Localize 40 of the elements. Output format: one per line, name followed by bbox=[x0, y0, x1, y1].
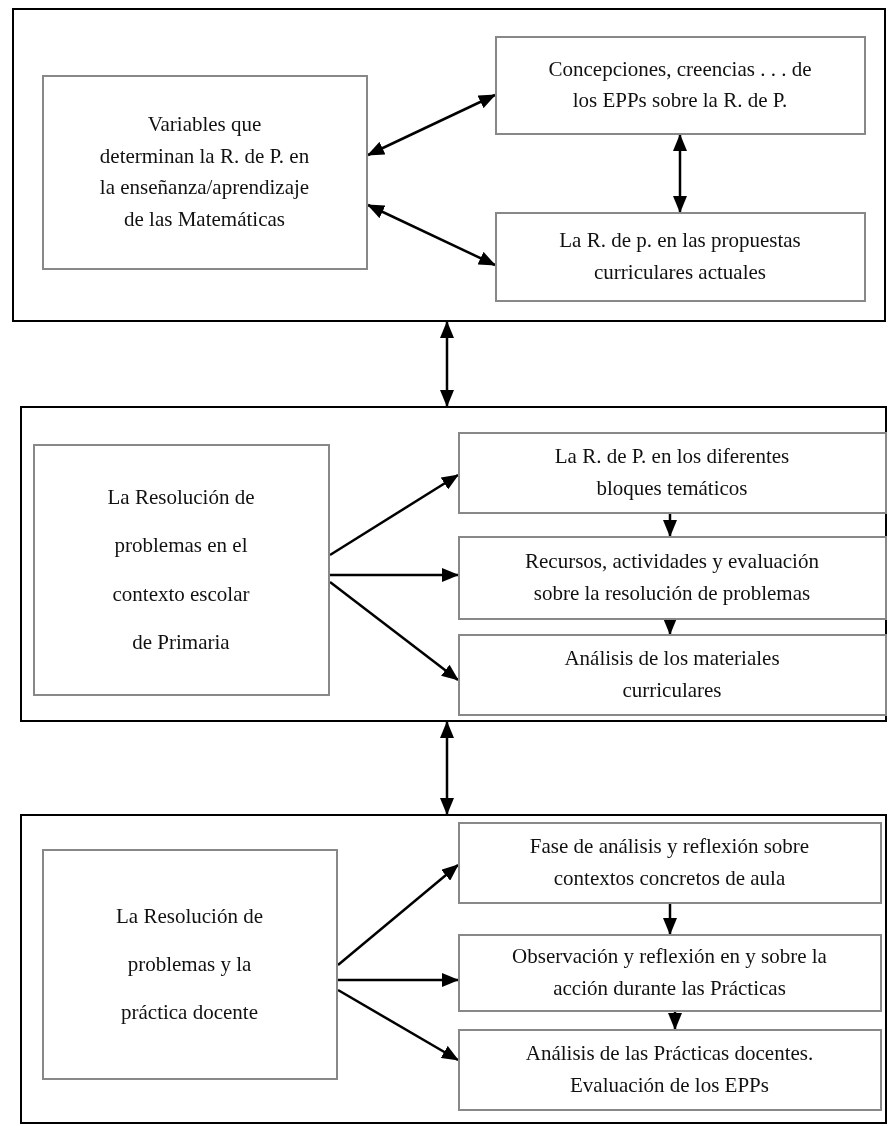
text-box bbox=[457, 633, 887, 716]
box-label: La R. de p. en las propuestas curriculares actuales bbox=[558, 227, 802, 286]
arrow bbox=[329, 581, 459, 681]
arrow bbox=[673, 134, 687, 213]
box-label: Análisis de las Prácticas docentes. Evaluación de los EPPs bbox=[524, 1040, 815, 1099]
arrow bbox=[330, 568, 459, 582]
text-box bbox=[494, 35, 866, 135]
box-label: Variables que determinan la R. de P. en la enseñanza/aprendizaje de las Matemáticas bbox=[98, 111, 311, 233]
text-box bbox=[494, 211, 866, 302]
box-label: Observación y reflexión en y sobre la acción durante las Prácticas bbox=[511, 943, 828, 1002]
box-label: Concepciones, creencias . . . de los EPPs sobre la R. de P. bbox=[547, 55, 813, 114]
arrow bbox=[337, 864, 459, 966]
panel-box bbox=[20, 406, 887, 722]
text-box bbox=[457, 1028, 882, 1111]
box-label: La Resolución de problemas en el contexto escolar de Primaria bbox=[106, 483, 256, 656]
panel-box bbox=[20, 814, 887, 1124]
arrow bbox=[663, 618, 677, 635]
panel-box bbox=[12, 8, 886, 322]
box-label: La Resolución de problemas y la práctica docente bbox=[115, 902, 264, 1027]
box-label: Fase de análisis y reflexión sobre contextos concretos de aula bbox=[528, 833, 811, 892]
arrow bbox=[668, 1012, 682, 1030]
box-label: La R. de P. en los diferentes bloques temáticos bbox=[553, 443, 791, 502]
text-box bbox=[41, 848, 338, 1080]
arrow bbox=[367, 203, 496, 267]
arrow bbox=[367, 93, 496, 157]
arrow bbox=[663, 904, 677, 935]
box-label: Recursos, actividades y evaluación sobre la resolución de problemas bbox=[524, 548, 820, 607]
arrow bbox=[440, 721, 454, 815]
arrow bbox=[338, 973, 459, 987]
arrow bbox=[329, 473, 459, 557]
box-label: Análisis de los materiales curriculares bbox=[563, 645, 781, 704]
text-box bbox=[32, 443, 330, 696]
text-box bbox=[457, 431, 887, 514]
text-box bbox=[41, 74, 368, 270]
arrow bbox=[663, 514, 677, 537]
arrow bbox=[337, 988, 459, 1062]
text-box bbox=[457, 535, 887, 620]
text-box bbox=[457, 821, 882, 904]
text-box bbox=[457, 933, 882, 1012]
arrow bbox=[440, 321, 454, 407]
